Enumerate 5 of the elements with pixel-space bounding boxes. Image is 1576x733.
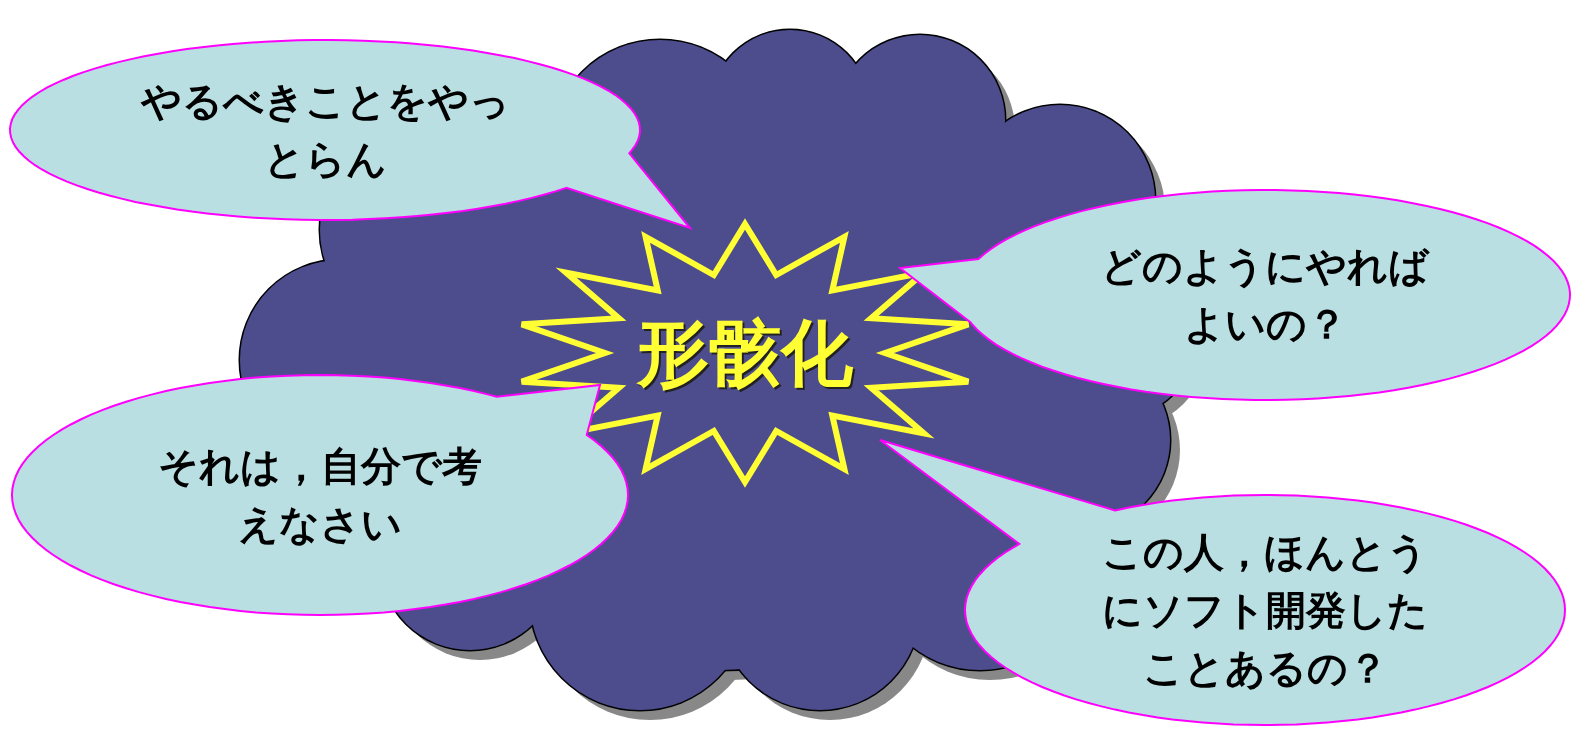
bubble-text: それは，自分で考えなさい <box>157 442 483 549</box>
starburst-text: 形骸化 <box>635 310 854 397</box>
bubble-text: やるべきことをやっとらん <box>139 77 511 184</box>
bubble-text: どのようにやればよいの？ <box>1100 242 1431 349</box>
bubble-text: この人，ほんとうにソフト開発したことあるの？ <box>1101 528 1429 693</box>
